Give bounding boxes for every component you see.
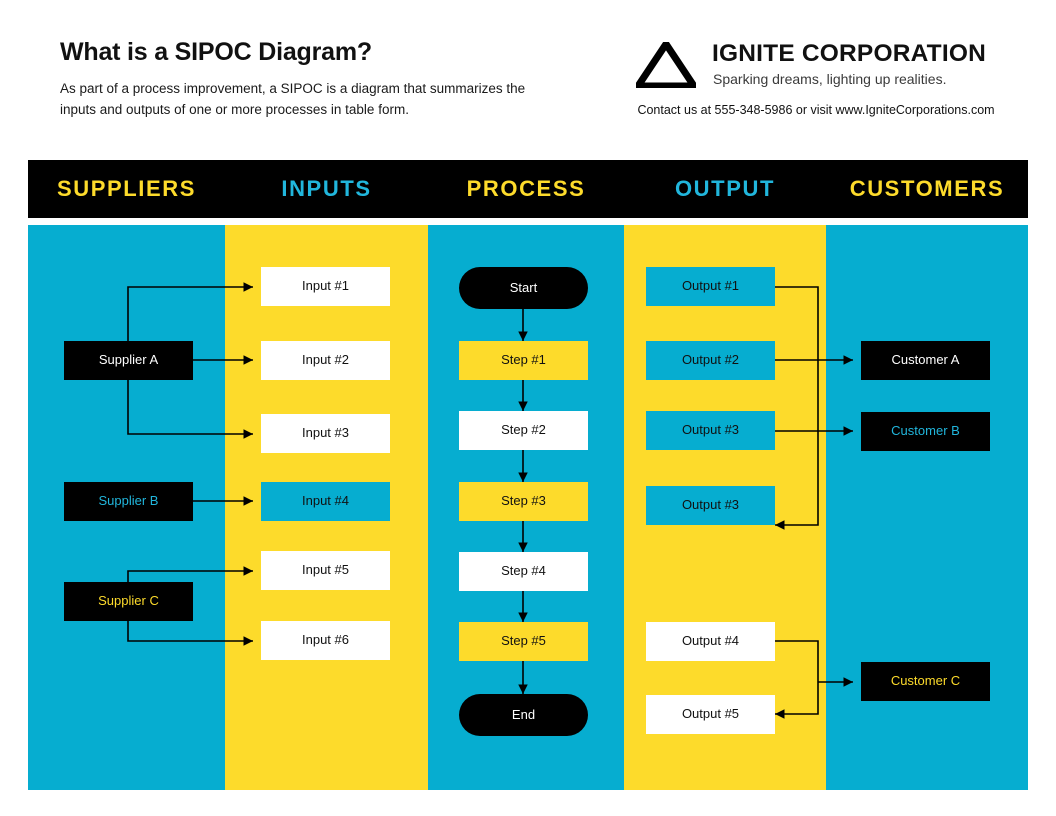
customer-node-1[interactable]: Customer A <box>861 341 990 380</box>
column-header-output: OUTPUT <box>674 176 776 201</box>
input-node-1[interactable]: Input #1 <box>261 267 390 306</box>
page-subtitle: As part of a process improvement, a SIPO… <box>60 81 526 117</box>
triangle-outline-icon <box>636 42 696 88</box>
column-header-customers: CUSTOMERS <box>849 176 1005 201</box>
process-step-node-5[interactable]: Step #4 <box>459 552 588 591</box>
column-header-suppliers: SUPPLIERS <box>56 176 197 201</box>
process-step-node-7[interactable]: End <box>459 694 588 736</box>
customer-node-3[interactable]: Customer C <box>861 662 990 701</box>
process-step-node-3[interactable]: Step #2 <box>459 411 588 450</box>
column-header-process: PROCESS <box>466 176 586 201</box>
supplier-node-1[interactable]: Supplier A <box>64 341 193 380</box>
customer-node-2[interactable]: Customer B <box>861 412 990 451</box>
brand-tagline: Sparking dreams, lighting up realities. <box>713 71 947 87</box>
process-step-node-6[interactable]: Step #5 <box>459 622 588 661</box>
supplier-node-3[interactable]: Supplier C <box>64 582 193 621</box>
input-node-3[interactable]: Input #3 <box>261 414 390 453</box>
output-node-4[interactable]: Output #3 <box>646 486 775 525</box>
output-node-6[interactable]: Output #5 <box>646 695 775 734</box>
column-band-customers <box>826 225 1028 790</box>
brand-logo: IGNITE CORPORATION Sparking dreams, ligh… <box>636 38 996 94</box>
output-node-1[interactable]: Output #1 <box>646 267 775 306</box>
output-node-3[interactable]: Output #3 <box>646 411 775 450</box>
column-header-inputs: INPUTS <box>281 176 372 201</box>
page-title: What is a SIPOC Diagram? <box>60 38 372 66</box>
input-node-6[interactable]: Input #6 <box>261 621 390 660</box>
supplier-node-2[interactable]: Supplier B <box>64 482 193 521</box>
output-node-2[interactable]: Output #2 <box>646 341 775 380</box>
column-header-bar: SUPPLIERS INPUTS PROCESS OUTPUT CUSTOMERS <box>28 160 1028 218</box>
output-node-5[interactable]: Output #4 <box>646 622 775 661</box>
input-node-4[interactable]: Input #4 <box>261 482 390 521</box>
contact-info: Contact us at 555-348-5986 or visit www.… <box>637 103 995 117</box>
input-node-5[interactable]: Input #5 <box>261 551 390 590</box>
process-step-node-2[interactable]: Step #1 <box>459 341 588 380</box>
process-step-node-1[interactable]: Start <box>459 267 588 309</box>
brand-name: IGNITE CORPORATION <box>712 40 987 67</box>
process-step-node-4[interactable]: Step #3 <box>459 482 588 521</box>
input-node-2[interactable]: Input #2 <box>261 341 390 380</box>
